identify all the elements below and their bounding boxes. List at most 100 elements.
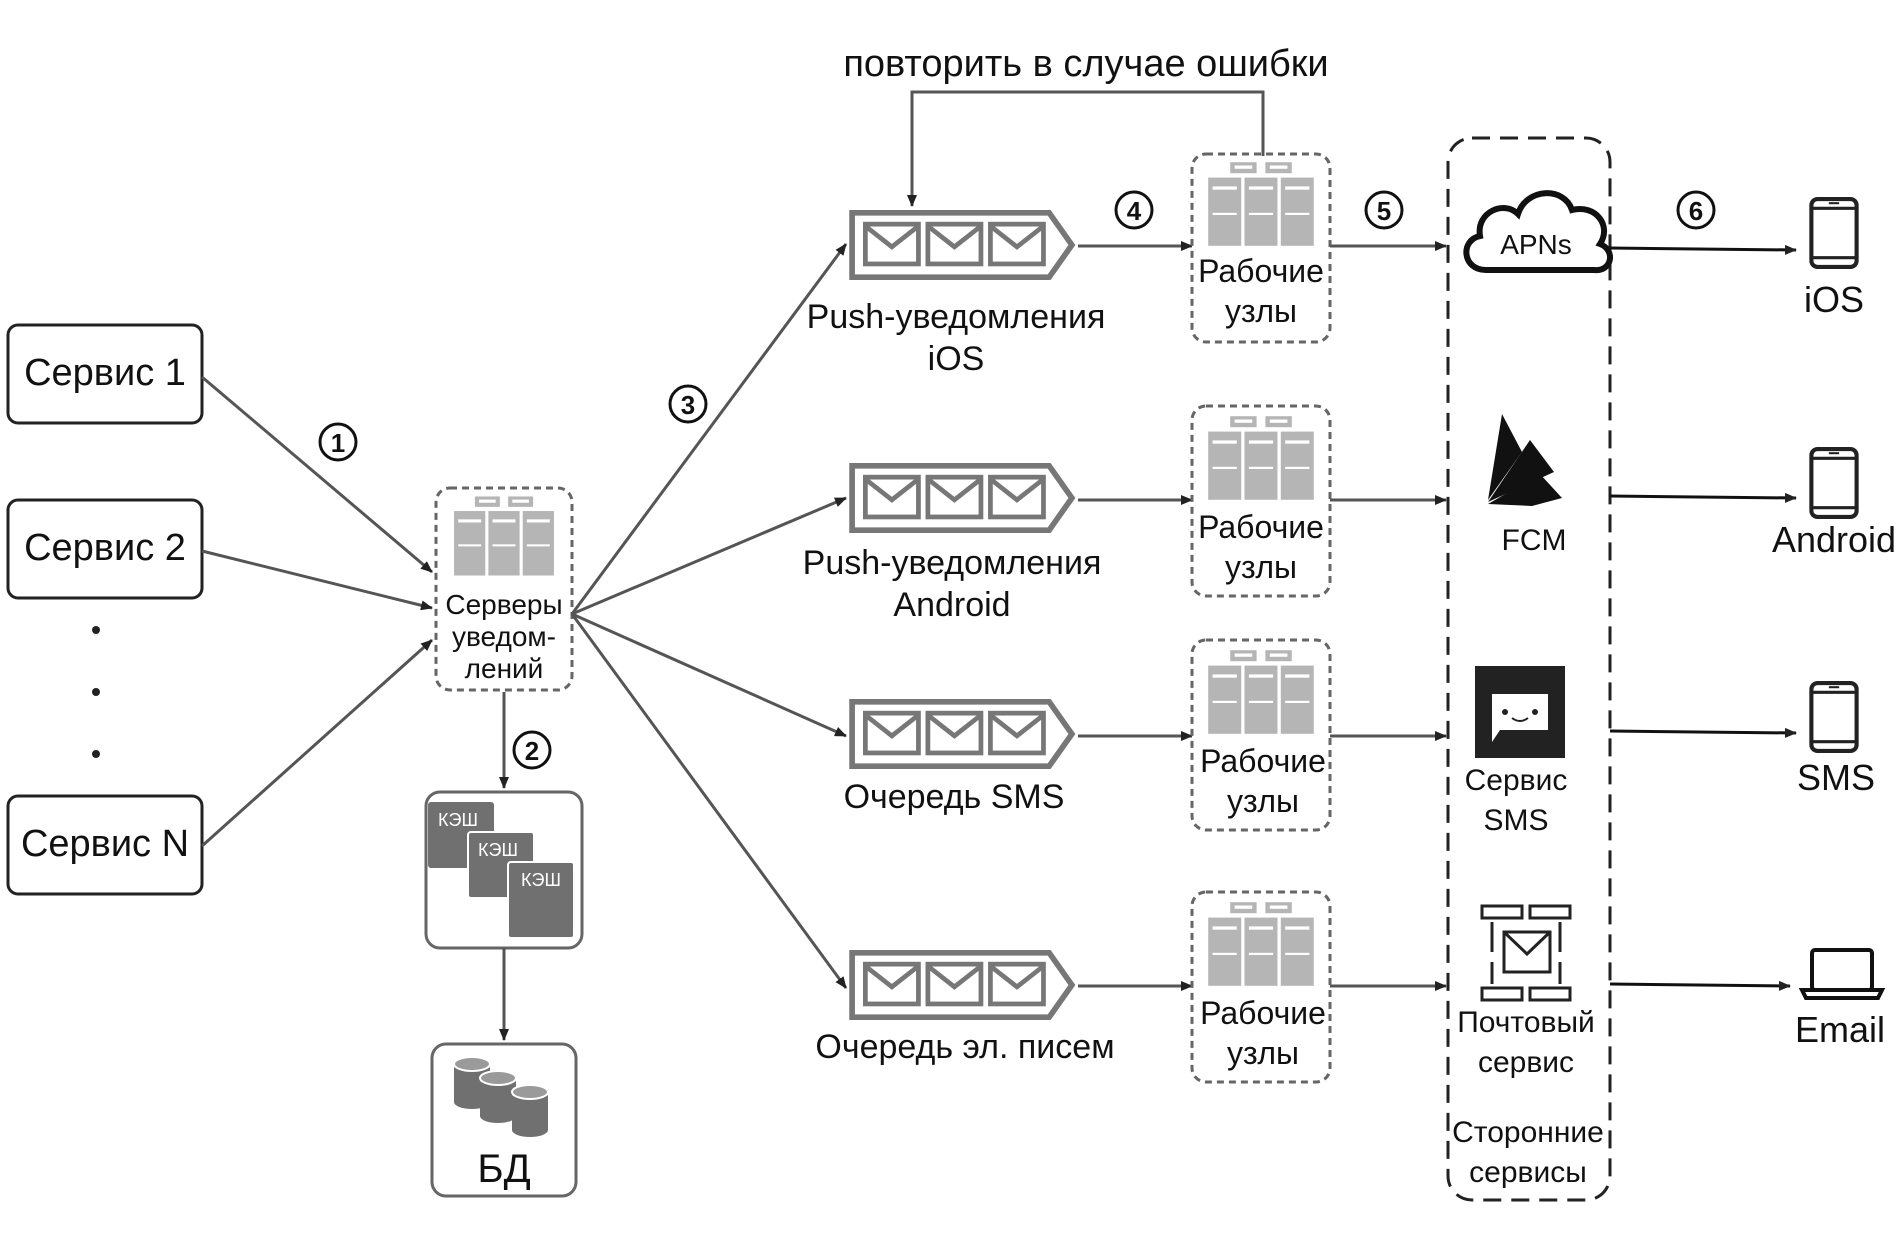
- queue-email: Очередь эл. писем: [815, 953, 1115, 1066]
- arrow-servers-to-ios-queue: [570, 243, 848, 615]
- workers-label-line1: Рабочие: [1198, 509, 1324, 545]
- queue-sms: Очередь SMS: [844, 702, 1072, 816]
- arrow-fcm-to-android: [1609, 492, 1797, 503]
- step-4-number: 4: [1127, 196, 1142, 226]
- arrow-servers-to-sms-queue: [571, 612, 847, 738]
- cache-block: КЭШ КЭШ КЭШ: [424, 790, 584, 950]
- arrow-sms-service-to-sms: [1609, 727, 1797, 738]
- step-5-number: 5: [1377, 196, 1391, 226]
- message-queue-icon: [852, 702, 1072, 766]
- arrow-servers-to-android-queue: [571, 496, 847, 616]
- ellipsis-dots: [92, 626, 100, 758]
- step-6: 6: [1676, 190, 1716, 230]
- device-sms-label: SMS: [1797, 757, 1875, 798]
- servers-label-line3: лений: [465, 653, 544, 684]
- database-icon: [479, 1070, 517, 1124]
- retry-label: повторить в случае ошибки: [843, 43, 1328, 85]
- workers-label-line1: Рабочие: [1200, 743, 1326, 779]
- cache-label-2: КЭШ: [478, 840, 518, 860]
- workers-label-line2: узлы: [1227, 1035, 1299, 1071]
- service-1-label: Сервис 1: [24, 352, 186, 394]
- step-3: 3: [668, 384, 708, 424]
- servers-label-line1: Серверы: [445, 589, 562, 620]
- queue-ios-label-line1: Push-уведомления: [807, 298, 1106, 336]
- service-1-box: Сервис 1: [6, 323, 204, 425]
- laptop-icon: [1798, 948, 1886, 1000]
- email-service: Почтовый сервис: [1457, 904, 1595, 1079]
- fcm-label: FCM: [1502, 524, 1567, 557]
- notification-servers-node: Серверы уведом- лений: [434, 486, 574, 692]
- step-4: 4: [1114, 190, 1154, 230]
- queue-android: Push-уведомления Android: [803, 466, 1102, 624]
- device-android-label: Android: [1772, 519, 1896, 560]
- chat-bubble-icon: [1475, 666, 1565, 758]
- apns-service: APNs: [1463, 190, 1613, 274]
- phone-icon: [1811, 683, 1856, 751]
- apns-label: APNs: [1500, 229, 1572, 260]
- email-service-label-line1: Почтовый: [1457, 1006, 1595, 1039]
- fcm-service: FCM: [1488, 414, 1566, 557]
- device-ios: iOS: [1804, 199, 1864, 320]
- queue-ios-label-line2: iOS: [928, 340, 985, 378]
- device-email-label: Email: [1795, 1009, 1885, 1050]
- cloud-icon: [1463, 190, 1613, 274]
- arrow-servicen-to-servers: [200, 638, 434, 848]
- service-n-box: Сервис N: [6, 794, 204, 896]
- arrow-service1-to-servers: [201, 375, 433, 574]
- message-queue-icon: [852, 213, 1072, 277]
- workers-android: Рабочие узлы: [1190, 404, 1332, 598]
- workers-sms: Рабочие узлы: [1190, 638, 1332, 832]
- arrow-servers-to-email-queue: [570, 613, 848, 989]
- cache-label-3: КЭШ: [521, 870, 561, 890]
- cache-item-3: КЭШ: [507, 861, 575, 939]
- step-5: 5: [1364, 190, 1404, 230]
- queue-android-label-line1: Push-уведомления: [803, 544, 1102, 582]
- arrow-apns-to-ios: [1609, 244, 1797, 255]
- phone-icon: [1811, 449, 1856, 517]
- service-2-box: Сервис 2: [6, 498, 204, 600]
- arrow-retry: [907, 90, 1265, 207]
- database-block: БД: [430, 1042, 578, 1198]
- step-3-number: 3: [681, 390, 695, 420]
- step-6-number: 6: [1689, 196, 1703, 226]
- queue-email-label: Очередь эл. писем: [815, 1028, 1114, 1066]
- workers-label-line2: узлы: [1225, 549, 1297, 585]
- third-party-caption-line1: Сторонние: [1452, 1116, 1604, 1149]
- mail-server-icon: [1480, 904, 1572, 1002]
- step-2-number: 2: [525, 736, 539, 766]
- db-label: БД: [477, 1147, 530, 1191]
- cache-label-1: КЭШ: [438, 810, 478, 830]
- message-queue-icon: [852, 466, 1072, 530]
- device-email: Email: [1795, 948, 1886, 1050]
- sms-service: Сервис SMS: [1465, 666, 1568, 837]
- service-n-label: Сервис N: [21, 823, 189, 865]
- device-ios-label: iOS: [1804, 279, 1864, 320]
- queue-ios: Push-уведомления iOS: [807, 213, 1106, 378]
- retry-loop: повторить в случае ошибки: [843, 43, 1329, 207]
- workers-label-line2: узлы: [1227, 783, 1299, 819]
- workers-ios: Рабочие узлы: [1190, 152, 1332, 344]
- sms-service-label-line1: Сервис: [1465, 764, 1568, 797]
- database-icon: [511, 1084, 549, 1138]
- email-service-label-line2: сервис: [1478, 1046, 1574, 1079]
- workers-label-line1: Рабочие: [1198, 253, 1324, 289]
- device-sms: SMS: [1797, 683, 1875, 798]
- workers-email: Рабочие узлы: [1190, 890, 1332, 1084]
- message-queue-icon: [852, 953, 1072, 1017]
- third-party-services-group: APNs FCM Сервис SMS: [1446, 136, 1613, 1202]
- service-2-label: Сервис 2: [24, 527, 186, 569]
- arrow-email-service-to-email: [1609, 980, 1791, 991]
- firebase-icon: [1488, 414, 1562, 506]
- step-1: 1: [318, 422, 358, 462]
- queue-android-label-line2: Android: [893, 586, 1010, 624]
- workers-label-line2: узлы: [1225, 293, 1297, 329]
- servers-label-line2: уведом-: [452, 621, 556, 652]
- queue-sms-label: Очередь SMS: [844, 778, 1065, 816]
- sms-service-label-line2: SMS: [1483, 804, 1548, 837]
- device-android: Android: [1772, 449, 1896, 560]
- step-2: 2: [512, 730, 552, 770]
- arrow-service2-to-servers: [201, 549, 433, 611]
- workers-label-line1: Рабочие: [1200, 995, 1326, 1031]
- third-party-caption-line2: сервисы: [1469, 1156, 1587, 1189]
